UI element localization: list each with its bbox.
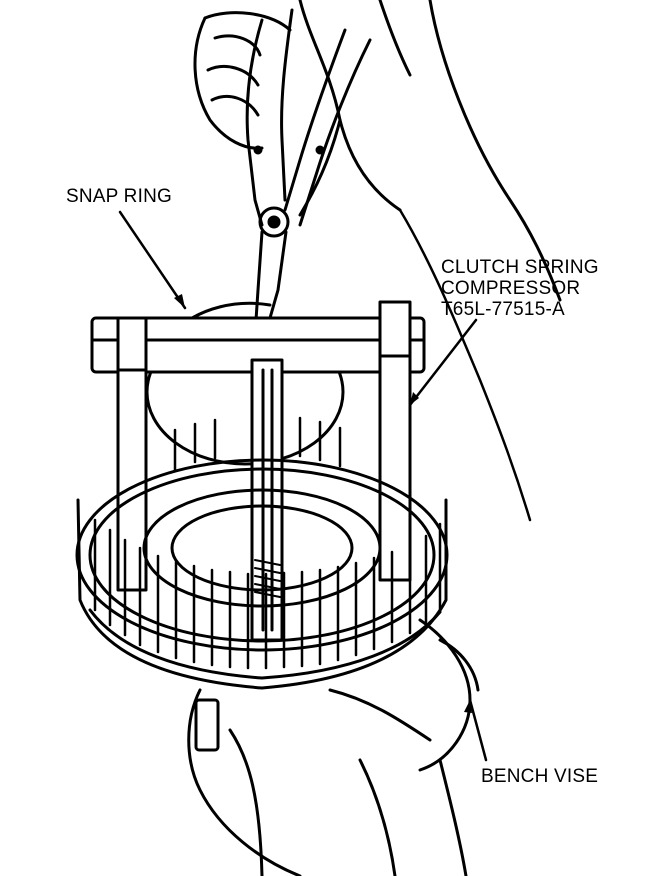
compressor-label-line1: CLUTCH SPRING: [441, 257, 599, 278]
compressor-frame: [90, 300, 426, 642]
compressor-label-line2: COMPRESSOR: [441, 278, 581, 299]
bench-vise-label: BENCH VISE: [481, 766, 599, 787]
compressor-label-line3: T65L-77515-A: [441, 299, 565, 320]
bench-vise-arrow-icon: [464, 700, 472, 713]
bench-vise-leader: [468, 698, 488, 762]
hand-and-arm: [193, 0, 562, 522]
center-spring: [254, 559, 281, 598]
snap-ring-pliers: [245, 8, 372, 322]
leader-lines: [118, 210, 488, 762]
compressor-arrow-icon: [410, 392, 419, 405]
snap-ring-arrow-icon: [174, 294, 185, 308]
bench-vise: [187, 618, 480, 876]
arrowheads: [174, 294, 472, 713]
clutch-drum: [75, 458, 449, 690]
drum-splines: [93, 416, 442, 670]
compressor-label: CLUTCH SPRING COMPRESSOR T65L-77515-A: [441, 257, 599, 320]
snap-ring-leader: [118, 210, 187, 310]
snap-ring-label: SNAP RING: [66, 186, 172, 207]
compressor-leader: [408, 318, 478, 407]
